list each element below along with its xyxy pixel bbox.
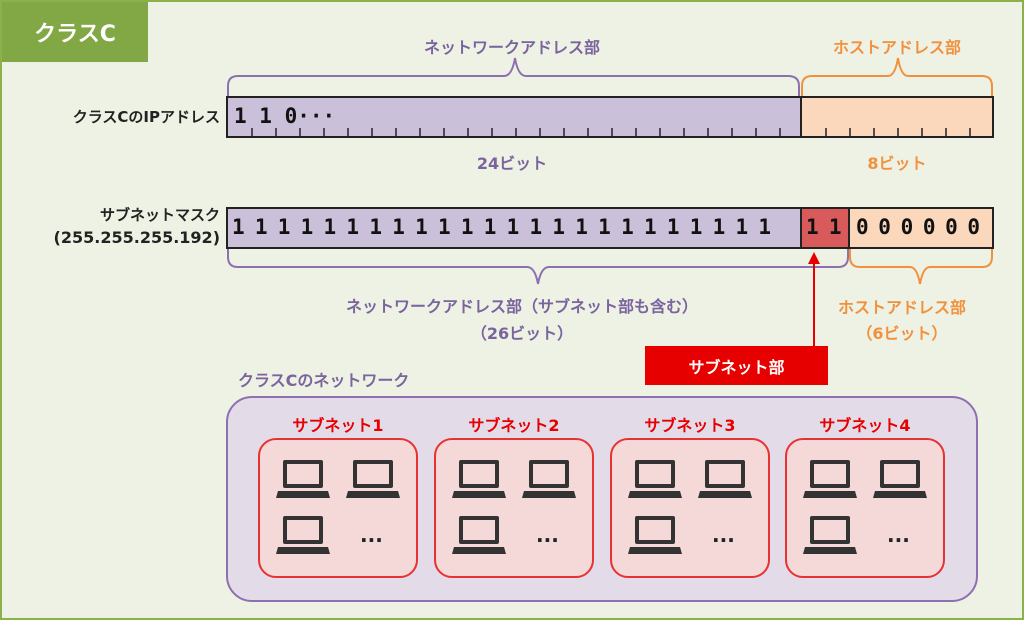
- mask-network-brace: [227, 247, 849, 285]
- subnet-box: ···: [610, 438, 770, 578]
- mask-ones: 1 1 1 1 1 1 1 1 1 1 1 1 1 1 1 1 1 1 1 1 …: [232, 215, 771, 239]
- laptop-icon: [801, 458, 859, 506]
- ip-host-bar: [800, 96, 994, 138]
- laptop-icon: [274, 514, 332, 562]
- host-brace: [801, 57, 993, 96]
- ip-network-ticks: [251, 128, 781, 136]
- host-bits-label: 8ビット: [867, 154, 927, 173]
- mask-host-bits: 0 0 0 0 0 0: [856, 215, 980, 239]
- mask-subnet-bits: 1 1: [806, 215, 842, 239]
- subnet-box: ···: [434, 438, 594, 578]
- laptop-icon: [626, 458, 684, 506]
- more-dots: ···: [536, 528, 559, 552]
- laptop-icon: [520, 458, 578, 506]
- tab-title: クラスC: [2, 2, 148, 62]
- network-bits-label: 24ビット: [476, 154, 548, 173]
- subnet-box: ···: [785, 438, 945, 578]
- laptop-icon: [344, 458, 402, 506]
- laptop-icon: [450, 458, 508, 506]
- network-box-title: クラスCのネットワーク: [238, 371, 410, 390]
- mask-host-footer-2: （6ビット）: [856, 324, 948, 343]
- ip-bits: 1 1 0···: [234, 104, 336, 128]
- laptop-icon: [274, 458, 332, 506]
- subnet-title: サブネット1: [292, 416, 384, 435]
- more-dots: ···: [360, 528, 383, 552]
- subnet-title: サブネット3: [644, 416, 736, 435]
- subnet-box: ···: [258, 438, 418, 578]
- subnet-title: サブネット4: [819, 416, 911, 435]
- laptop-icon: [696, 458, 754, 506]
- mask-subnet-bar: 1 1: [800, 207, 850, 249]
- host-header: ホストアドレス部: [832, 38, 961, 57]
- mask-label-line1: サブネットマスク: [99, 206, 220, 224]
- mask-host-brace: [849, 247, 993, 285]
- more-dots: ···: [712, 528, 735, 552]
- subnet-arrow-head: [808, 252, 820, 264]
- subnet-title: サブネット2: [468, 416, 560, 435]
- laptop-icon: [871, 458, 929, 506]
- mask-network-bar: 1 1 1 1 1 1 1 1 1 1 1 1 1 1 1 1 1 1 1 1 …: [226, 207, 802, 249]
- mask-host-footer-1: ホストアドレス部: [837, 298, 966, 317]
- ip-row-label: クラスCのIPアドレス: [72, 108, 220, 126]
- laptop-icon: [801, 514, 859, 562]
- laptop-icon: [450, 514, 508, 562]
- mask-network-footer-2: （26ビット）: [470, 324, 574, 343]
- ip-network-bar: 1 1 0···: [226, 96, 802, 138]
- more-dots: ···: [887, 528, 910, 552]
- ip-host-ticks: [825, 128, 971, 136]
- network-header: ネットワークアドレス部: [423, 38, 600, 57]
- mask-label-line2: (255.255.255.192): [53, 228, 220, 247]
- network-brace: [227, 57, 800, 96]
- laptop-icon: [626, 514, 684, 562]
- mask-host-bar: 0 0 0 0 0 0: [848, 207, 994, 249]
- mask-network-footer-1: ネットワークアドレス部（サブネット部も含む）: [345, 297, 698, 316]
- subnet-part-label: サブネット部: [645, 346, 828, 385]
